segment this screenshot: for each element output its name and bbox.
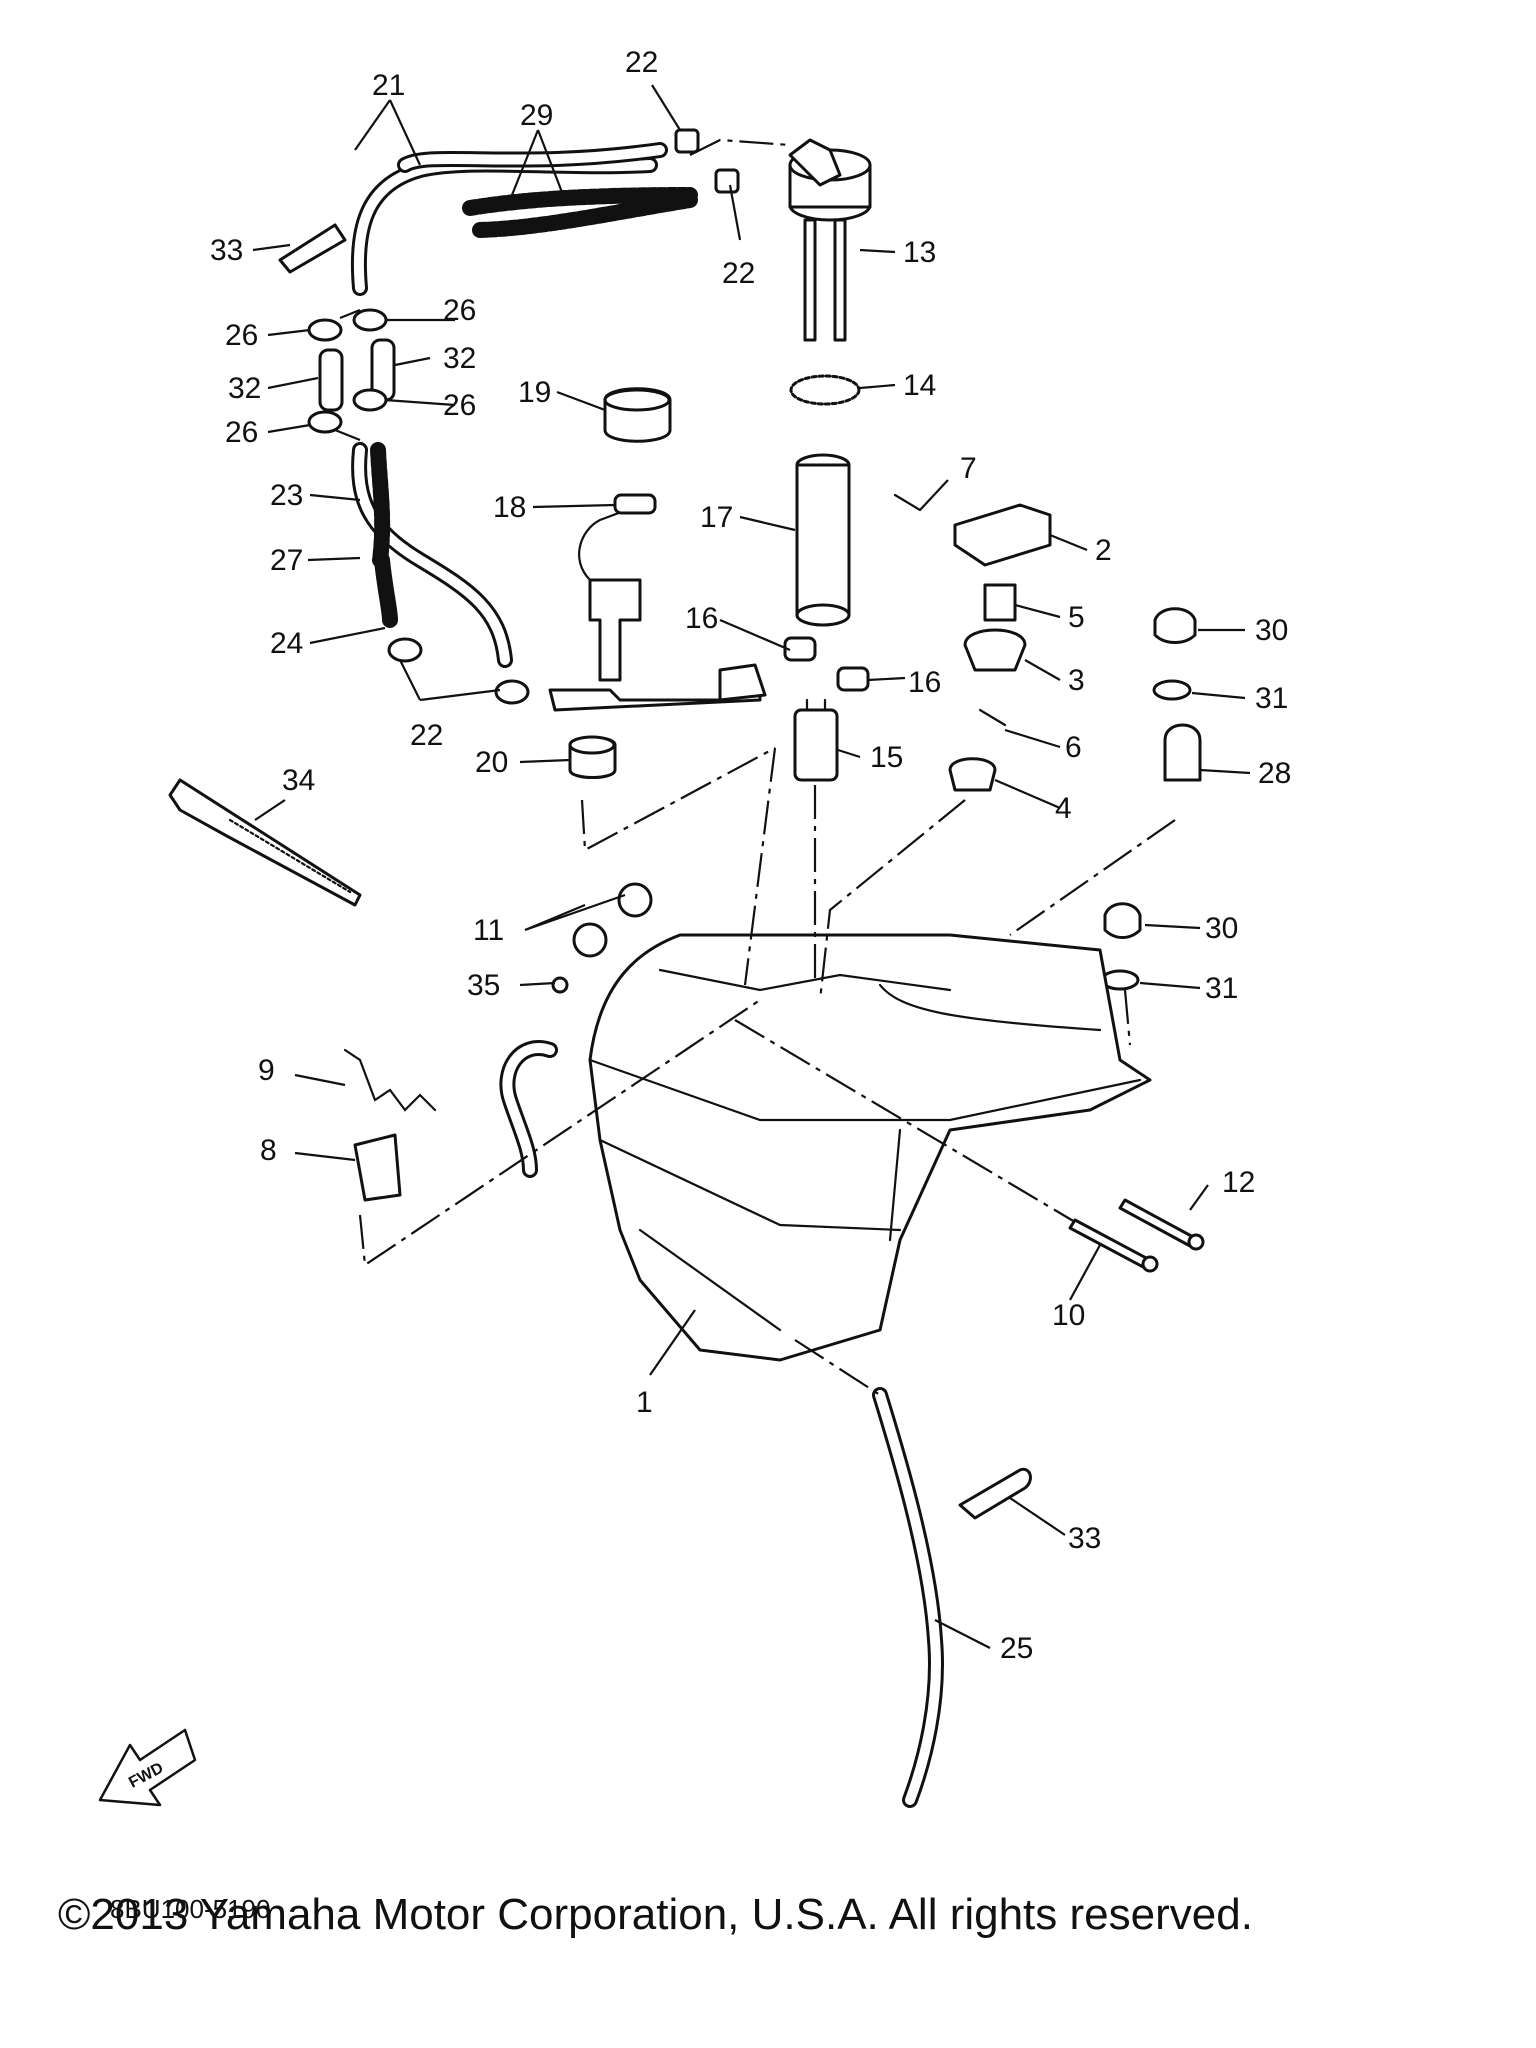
part-label-27: 27 — [270, 544, 303, 577]
part-label-31-top: 31 — [1255, 682, 1288, 715]
assembly-lines — [334, 138, 1176, 1396]
clamp-28 — [1163, 723, 1202, 782]
part-label-22-top: 22 — [625, 46, 658, 79]
part-label-17: 17 — [700, 501, 733, 534]
forward-arrow-icon: FWD — [98, 1728, 197, 1807]
clip-9 — [343, 1048, 437, 1112]
drawing-code: 8BU100-5190 — [110, 1894, 270, 1924]
part-label-23: 23 — [270, 479, 303, 512]
part-label-29: 29 — [520, 99, 553, 132]
part-label-20: 20 — [475, 746, 508, 779]
fuel-filter-15 — [793, 698, 839, 782]
part-label-1: 1 — [636, 1386, 653, 1419]
copyright-text: ©2013 Yamaha Motor Corporation, U.S.A. A… — [58, 1890, 1253, 1939]
part-label-3: 3 — [1068, 664, 1085, 697]
hardware — [168, 778, 1205, 1273]
part-label-2: 2 — [1095, 534, 1112, 567]
fuel-pump-assembly-18 — [548, 493, 767, 712]
cap-assembly — [893, 493, 1052, 792]
clamps-and-fittings — [278, 128, 1032, 1520]
part-label-26-a: 26 — [225, 319, 258, 352]
cap-part-3 — [963, 628, 1027, 672]
bolt-12 — [1118, 1198, 1197, 1248]
part-label-26-d: 26 — [443, 389, 476, 422]
part-label-28: 28 — [1258, 757, 1291, 790]
part-label-24: 24 — [270, 627, 303, 660]
grommet-4 — [948, 757, 997, 792]
pin-6 — [978, 708, 1007, 727]
gasket-14 — [789, 374, 861, 406]
corrugated-hose-29b — [472, 192, 698, 238]
part-label-5: 5 — [1068, 601, 1085, 634]
corrugated-hose-29a — [462, 187, 698, 216]
bolt-10 — [1068, 1218, 1152, 1270]
part-label-22-mid: 22 — [722, 257, 755, 290]
part-labels: 21 29 22 22 33 26 26 32 32 26 26 13 14 1… — [210, 46, 1291, 1665]
part-label-33-bottom: 33 — [1068, 1522, 1101, 1555]
part-label-18: 18 — [493, 491, 526, 524]
part-label-34: 34 — [282, 764, 315, 797]
part-label-32-a: 32 — [228, 372, 261, 405]
spring-5 — [983, 583, 1017, 622]
part-label-21: 21 — [372, 69, 405, 102]
part-label-30-top: 30 — [1255, 614, 1288, 647]
fuel-sender-13 — [788, 138, 872, 406]
part-label-32-b: 32 — [443, 342, 476, 375]
part-label-8: 8 — [260, 1134, 277, 1167]
part-label-25: 25 — [1000, 1632, 1033, 1665]
part-label-7: 7 — [960, 452, 977, 485]
part-label-26-b: 26 — [443, 294, 476, 327]
part-label-12: 12 — [1222, 1166, 1255, 1199]
clip-8 — [353, 1133, 402, 1202]
part-label-26-c: 26 — [225, 416, 258, 449]
leader-lines — [252, 84, 1251, 1649]
part-label-19: 19 — [518, 376, 551, 409]
part-label-13: 13 — [903, 236, 936, 269]
part-label-16-a: 16 — [685, 602, 718, 635]
washer-31-top — [1152, 679, 1192, 701]
part-label-14: 14 — [903, 369, 936, 402]
filler-tube-17 — [795, 453, 851, 627]
fuel-tank-1 — [588, 933, 1152, 1362]
part-label-31: 31 — [1205, 972, 1238, 1005]
part-label-22-bottom: 22 — [410, 719, 443, 752]
bushing-30-top — [1153, 607, 1197, 644]
part-label-10: 10 — [1052, 1299, 1085, 1332]
part-label-30: 30 — [1205, 912, 1238, 945]
pin-7 — [893, 493, 922, 512]
part-label-9: 9 — [258, 1054, 275, 1087]
part-label-6: 6 — [1065, 731, 1082, 764]
part-label-4: 4 — [1055, 792, 1072, 825]
part-label-16-b: 16 — [908, 666, 941, 699]
grommets — [568, 387, 1202, 991]
part-label-35: 35 — [467, 969, 500, 1002]
bushing-30 — [1103, 902, 1142, 939]
part-label-15: 15 — [870, 741, 903, 774]
part-label-33-top: 33 — [210, 234, 243, 267]
hoses — [350, 142, 944, 1808]
part-label-11: 11 — [473, 914, 504, 947]
cap-2 — [953, 503, 1052, 567]
strap-34 — [168, 778, 362, 907]
